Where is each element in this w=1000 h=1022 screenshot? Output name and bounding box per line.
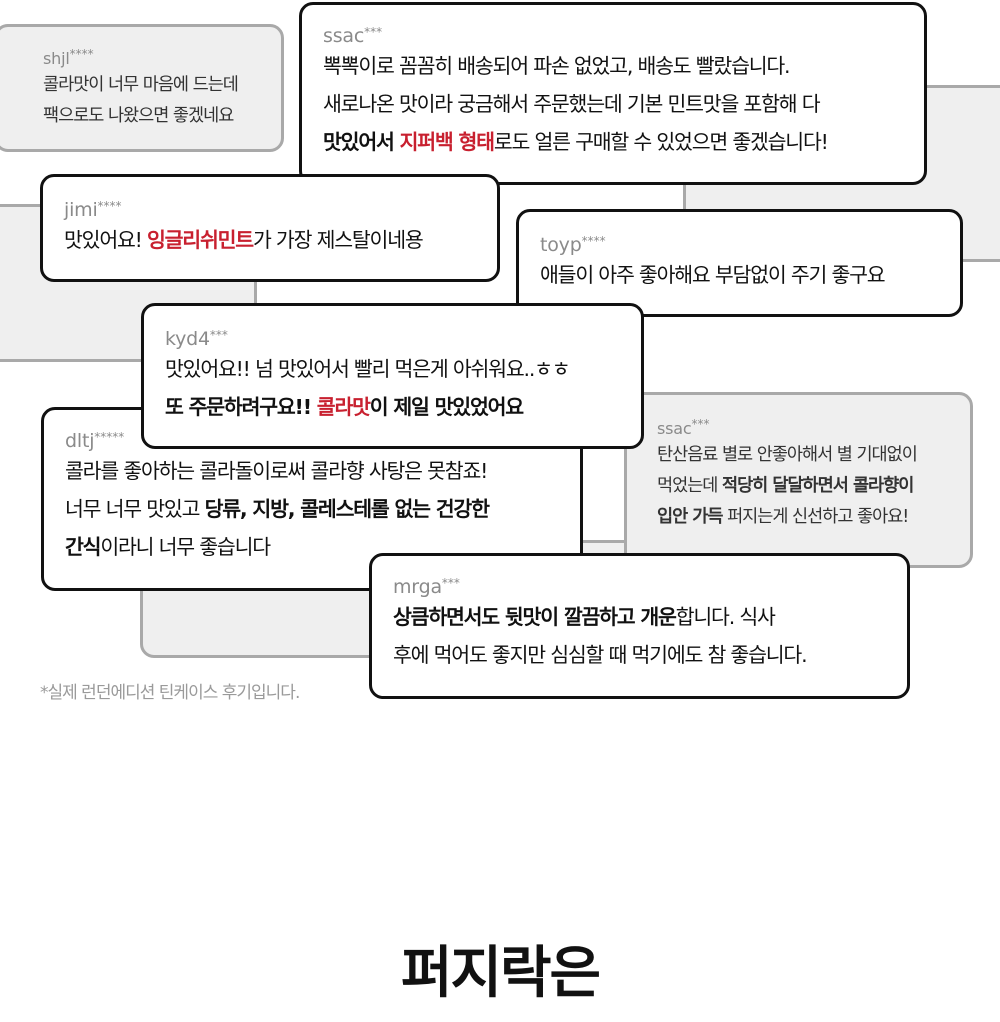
review-text: 가 가장 제스탈이네용 xyxy=(252,228,424,252)
review-text: 먹었는데 xyxy=(657,476,722,496)
review-card: ssac*** 뽁뽁이로 꼼꼼히 배송되어 파손 없었고, 배송도 빨랐습니다. 새… xyxy=(299,2,927,185)
review-text: 맛있어요! xyxy=(64,228,147,252)
username-text: dltj xyxy=(65,430,95,452)
review-text-line: 상큼하면서도 뒷맛이 깔끔하고 개운합니다. 식사 xyxy=(393,598,887,636)
section-title: 퍼지락은 xyxy=(400,941,601,1006)
review-text: 뽁뽁이로 꼼꼼히 배송되어 파손 없었고, 배송도 빨랐습니다. xyxy=(323,54,791,78)
review-username: mrga*** xyxy=(393,572,887,598)
highlight-text: 잉글리쉬민트 xyxy=(146,228,254,252)
review-text-line: 팩으로도 나왔으면 좋겠네요 xyxy=(43,101,261,132)
review-text: 퍼지는게 신선하고 좋아요! xyxy=(722,507,909,527)
username-mask: *** xyxy=(441,576,460,590)
review-text-line: 맛있어서 지퍼백 형태로도 얼른 구매할 수 있었으면 좋겠습니다! xyxy=(323,123,904,161)
bold-text: 또 주문하려구요!! xyxy=(165,395,317,419)
username-mask: *** xyxy=(209,328,228,342)
review-card: toyp**** 애들이 아주 좋아해요 부담없이 주기 좋구요 xyxy=(516,209,963,317)
review-text: 새로나온 맛이라 궁금해서 주문했는데 기본 민트맛을 포함해 다 xyxy=(323,92,821,116)
review-username: ssac*** xyxy=(657,413,952,440)
review-text: 합니다. 식사 xyxy=(675,605,776,629)
bold-text: 적당히 달달하면서 콜라향이 xyxy=(721,476,914,496)
bold-text: 상큼하면서도 뒷맛이 깔끔하고 개운 xyxy=(393,605,677,629)
bold-text: 이 제일 맛있었어요 xyxy=(369,395,524,419)
username-mask: **** xyxy=(581,234,606,248)
review-text-line: 간식이라니 너무 좋습니다 xyxy=(65,528,560,566)
review-text-line: 후에 먹어도 좋지만 심심할 때 먹기에도 참 좋습니다. xyxy=(393,636,887,674)
username-text: ssac xyxy=(657,419,692,438)
review-text-line: 뽁뽁이로 꼼꼼히 배송되어 파손 없었고, 배송도 빨랐습니다. xyxy=(323,47,904,85)
highlight-text: 지퍼백 형태 xyxy=(399,130,495,154)
review-text: 이라니 너무 좋습니다 xyxy=(100,535,271,559)
username-mask: ***** xyxy=(94,430,125,444)
review-username: ssac*** xyxy=(323,21,904,47)
review-text-line: 너무 너무 맛있고 당류, 지방, 콜레스테롤 없는 건강한 xyxy=(65,490,560,528)
username-text: mrga xyxy=(393,576,442,598)
review-username: jimi**** xyxy=(64,195,477,221)
username-text: jimi xyxy=(64,199,98,221)
review-text-line: 또 주문하려구요!! 콜라맛이 제일 맛있었어요 xyxy=(165,388,621,426)
review-text: 콜라맛이 너무 마음에 드는데 xyxy=(43,75,239,95)
review-text: 로도 얼른 구매할 수 있었으면 좋겠습니다! xyxy=(493,130,829,154)
review-text: 맛있어요!! 넘 맛있어서 빨리 먹은게 아쉬워요..ㅎㅎ xyxy=(165,357,571,381)
username-text: toyp xyxy=(540,234,582,256)
review-text: 너무 너무 맛있고 xyxy=(65,497,205,521)
bold-text: 간식 xyxy=(65,535,102,559)
bold-text: 당류, 지방, 콜레스테롤 없는 건강한 xyxy=(204,497,490,521)
review-footnote: *실제 런던에디션 틴케이스 후기입니다. xyxy=(40,683,300,703)
username-text: kyd4 xyxy=(165,328,210,350)
review-text-line: 맛있어요!! 넘 맛있어서 빨리 먹은게 아쉬워요..ㅎㅎ xyxy=(165,350,621,388)
review-text-line: 맛있어요! 잉글리쉬민트가 가장 제스탈이네용 xyxy=(64,221,477,259)
review-card: kyd4*** 맛있어요!! 넘 맛있어서 빨리 먹은게 아쉬워요..ㅎㅎ 또 주문… xyxy=(141,303,644,449)
username-text: shjl xyxy=(43,49,70,68)
review-username: dltj***** xyxy=(65,426,560,452)
username-mask: **** xyxy=(69,47,94,61)
review-text-line: 탄산음료 별로 안좋아해서 별 기대없이 xyxy=(657,440,952,471)
review-text-line: 애들이 아주 좋아해요 부담없이 주기 좋구요 xyxy=(540,256,940,294)
username-mask: **** xyxy=(97,199,122,213)
highlight-text: 콜라맛 xyxy=(316,395,371,419)
review-text: 콜라를 좋아하는 콜라돌이로써 콜라향 사탕은 못참죠! xyxy=(65,459,488,483)
review-text-line: 먹었는데 적당히 달달하면서 콜라향이 xyxy=(657,471,952,502)
review-text-line: 새로나온 맛이라 궁금해서 주문했는데 기본 민트맛을 포함해 다 xyxy=(323,85,904,123)
username-mask: *** xyxy=(691,417,710,431)
username-mask: *** xyxy=(364,25,383,39)
username-text: ssac xyxy=(323,25,365,47)
review-username: kyd4*** xyxy=(165,324,621,350)
review-text: 팩으로도 나왔으면 좋겠네요 xyxy=(43,106,234,126)
review-username: shjl**** xyxy=(43,43,261,70)
review-text-line: 콜라를 좋아하는 콜라돌이로써 콜라향 사탕은 못참죠! xyxy=(65,452,560,490)
review-username: toyp**** xyxy=(540,230,940,256)
review-text-line: 입안 가득 퍼지는게 신선하고 좋아요! xyxy=(657,502,952,533)
bold-text: 맛있어서 xyxy=(323,130,400,154)
review-text: 탄산음료 별로 안좋아해서 별 기대없이 xyxy=(657,445,918,465)
review-card: jimi****맛있어요! 잉글리쉬민트가 가장 제스탈이네용 xyxy=(40,174,500,282)
review-text: 후에 먹어도 좋지만 심심할 때 먹기에도 참 좋습니다. xyxy=(393,643,808,667)
review-text-line: 콜라맛이 너무 마음에 드는데 xyxy=(43,70,261,101)
bold-text: 입안 가득 xyxy=(657,507,723,527)
review-text: 애들이 아주 좋아해요 부담없이 주기 좋구요 xyxy=(540,263,886,287)
